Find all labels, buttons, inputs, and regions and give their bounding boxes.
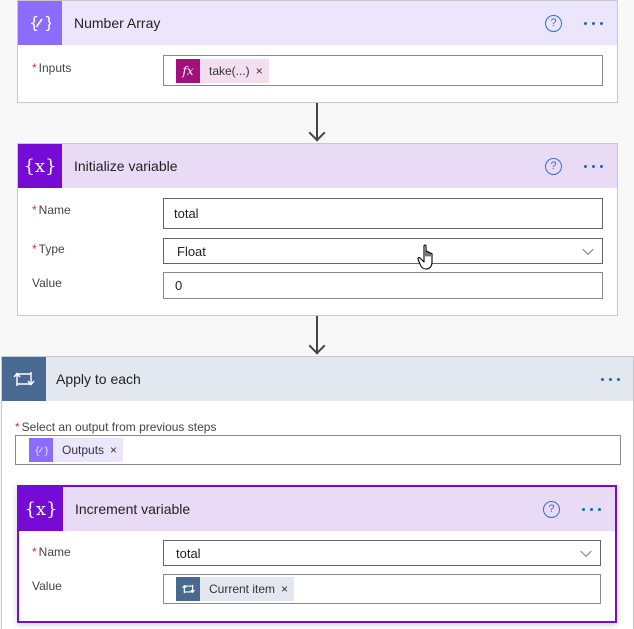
initialize-variable-card: {x} Initialize variable ? *Name total *T… — [17, 143, 618, 316]
svg-text:}: } — [44, 13, 51, 32]
token-text: take(...) — [209, 63, 250, 78]
name-label: *Name — [32, 545, 71, 559]
card-title: Initialize variable — [74, 158, 178, 174]
name-dropdown[interactable]: total — [163, 540, 601, 566]
chevron-down-icon[interactable] — [580, 545, 592, 558]
card-title: Number Array — [74, 15, 161, 31]
compose-pencil-braces-icon: {} — [29, 438, 53, 462]
card-title: Apply to each — [56, 371, 141, 387]
value-label: Value — [32, 579, 62, 593]
flow-arrow-head — [308, 124, 326, 142]
remove-token-icon[interactable]: × — [255, 63, 263, 78]
select-output-field[interactable]: {} Outputs × — [15, 435, 621, 465]
value-label: Value — [32, 276, 62, 290]
more-options-icon[interactable] — [584, 15, 603, 32]
increment-variable-card[interactable]: {x} Increment variable ? *Name total Val… — [17, 485, 617, 623]
more-options-icon[interactable] — [601, 371, 620, 388]
remove-token-icon[interactable]: × — [110, 443, 118, 457]
inputs-label: *Inputs — [32, 61, 72, 75]
token-text: Current item — [209, 582, 276, 596]
variable-braces-icon: {x} — [18, 144, 62, 188]
card-title: Increment variable — [75, 501, 191, 517]
name-input[interactable]: total — [163, 198, 603, 229]
more-options-icon[interactable] — [582, 501, 601, 518]
number-array-card: {} Number Array ? *Inputs fx take(...) × — [17, 0, 618, 103]
number-array-header[interactable]: {} Number Array ? — [18, 1, 617, 45]
compose-pencil-braces-icon: {} — [18, 1, 62, 45]
svg-text:{: { — [29, 13, 39, 32]
flow-arrow — [316, 316, 318, 354]
help-icon[interactable]: ? — [545, 157, 562, 175]
svg-text:{: { — [34, 446, 40, 456]
current-item-token[interactable]: Current item × — [176, 577, 295, 601]
token-text: Outputs — [62, 443, 105, 457]
help-icon[interactable]: ? — [545, 14, 562, 32]
select-output-label: *Select an output from previous steps — [15, 420, 217, 434]
hand-pointer-cursor — [417, 244, 433, 270]
svg-text:}: } — [44, 446, 49, 456]
fx-icon: fx — [176, 58, 200, 83]
apply-to-each-header[interactable]: Apply to each — [2, 357, 633, 401]
initialize-variable-header[interactable]: {x} Initialize variable ? — [18, 144, 617, 188]
chevron-down-icon[interactable] — [582, 243, 594, 256]
help-icon[interactable]: ? — [543, 500, 560, 518]
increment-variable-header[interactable]: {x} Increment variable ? — [19, 487, 615, 531]
type-label: *Type — [32, 242, 65, 256]
flow-arrow-head — [308, 337, 326, 355]
value-field[interactable]: Current item × — [163, 574, 601, 604]
variable-braces-icon: {x} — [19, 487, 63, 531]
loop-icon — [176, 577, 200, 601]
inputs-field[interactable]: fx take(...) × — [163, 55, 603, 86]
more-options-icon[interactable] — [584, 158, 603, 175]
name-label: *Name — [32, 203, 71, 217]
value-input[interactable]: 0 — [163, 272, 603, 299]
expression-token[interactable]: fx take(...) × — [176, 58, 269, 83]
outputs-token[interactable]: {} Outputs × — [29, 438, 124, 462]
remove-token-icon[interactable]: × — [281, 582, 289, 596]
flow-arrow — [316, 103, 318, 141]
type-dropdown[interactable]: Float — [163, 238, 603, 264]
loop-icon — [2, 357, 46, 401]
